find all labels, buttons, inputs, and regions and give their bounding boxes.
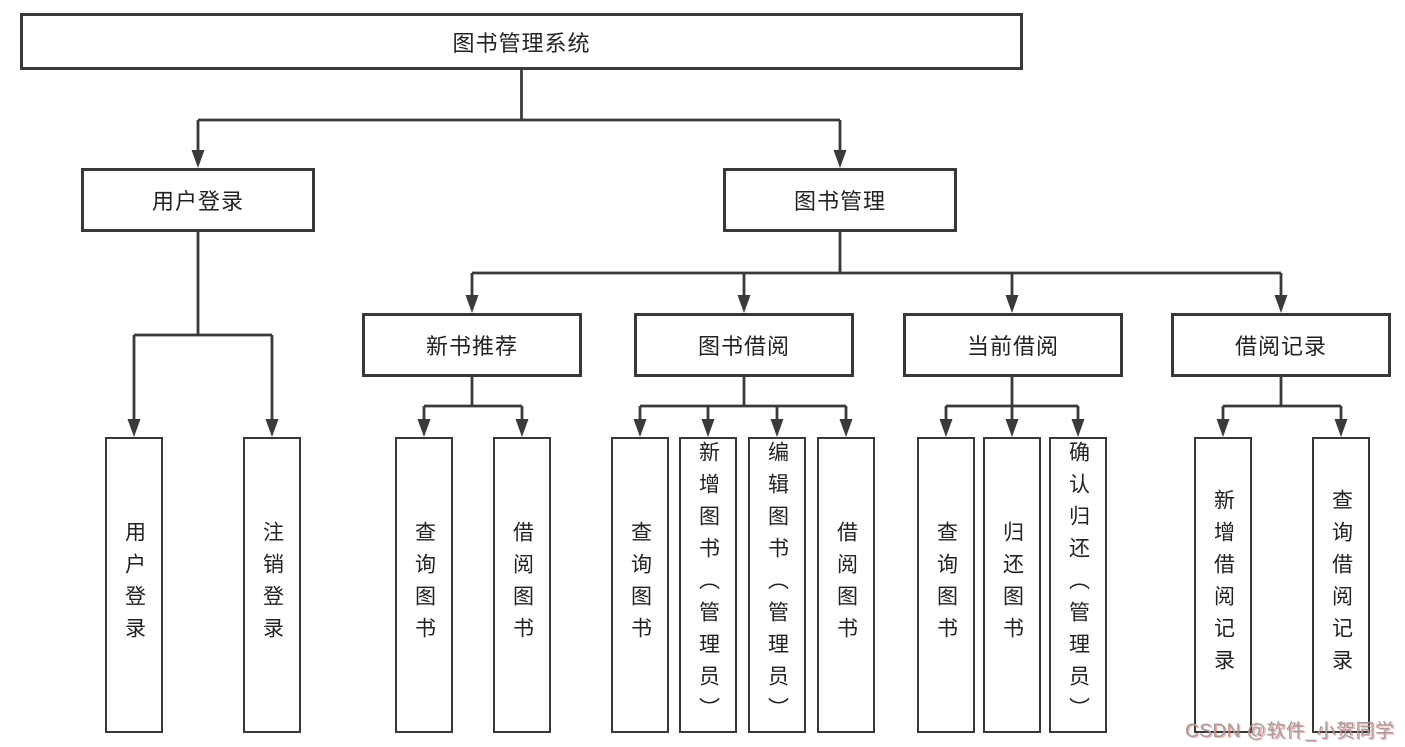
node-label: 确认归还（管理员）	[1066, 441, 1090, 729]
leaf-confirm-return-admin: 确认归还（管理员）	[1049, 437, 1107, 733]
node-user-login: 用户登录	[81, 168, 315, 232]
connector-book-borrowing-children	[633, 377, 853, 437]
leaf-query-books-borrowing: 查询图书	[611, 437, 669, 733]
leaf-logout: 注销登录	[243, 437, 301, 733]
node-book-management: 图书管理	[723, 168, 957, 232]
node-label: 编辑图书（管理员）	[765, 441, 789, 729]
leaf-user-login: 用户登录	[105, 437, 163, 733]
node-label: 图书管理系统	[452, 30, 591, 56]
node-label: 新增借阅记录	[1211, 489, 1235, 681]
node-label: 归还图书	[1000, 521, 1024, 649]
node-label: 图书管理	[793, 189, 886, 214]
leaf-borrow-books: 借阅图书	[817, 437, 875, 733]
node-new-book-recommendation: 新书推荐	[362, 313, 582, 377]
csdn-watermark: CSDN @软件_小贺同学	[1185, 721, 1395, 742]
leaf-edit-books-admin: 编辑图书（管理员）	[748, 437, 806, 733]
node-label: 新书推荐	[425, 334, 518, 359]
node-label: 用户登录	[122, 521, 146, 649]
leaf-query-books-current: 查询图书	[917, 437, 975, 733]
node-label: 借阅图书	[510, 521, 534, 649]
node-label: 借阅图书	[834, 521, 858, 649]
node-library-management-system: 图书管理系统	[20, 13, 1023, 70]
leaf-add-borrow-record: 新增借阅记录	[1194, 437, 1252, 733]
connector-book-management-children	[465, 232, 1288, 313]
node-book-borrowing: 图书借阅	[634, 313, 854, 377]
node-label: 查询图书	[412, 521, 436, 649]
leaf-add-books-admin: 新增图书（管理员）	[679, 437, 737, 733]
node-label: 新增图书（管理员）	[696, 441, 720, 729]
connector-current-borrowing-children	[939, 377, 1085, 437]
node-label: 查询图书	[628, 521, 652, 649]
connector-new-book-recommendation-children	[417, 377, 529, 437]
node-label: 图书借阅	[697, 334, 790, 359]
leaf-query-borrow-record: 查询借阅记录	[1312, 437, 1370, 733]
node-current-borrowing: 当前借阅	[903, 313, 1123, 377]
leaf-query-books-recommend: 查询图书	[395, 437, 453, 733]
node-label: 注销登录	[260, 521, 284, 649]
node-label: 用户登录	[151, 189, 244, 214]
node-label: 查询借阅记录	[1329, 489, 1353, 681]
node-label: 查询图书	[934, 521, 958, 649]
connector-user-login-children	[127, 232, 279, 437]
node-label: 当前借阅	[966, 334, 1059, 359]
connector-root-to-level2	[191, 70, 847, 168]
connector-borrowing-records-children	[1216, 377, 1348, 437]
node-label: 借阅记录	[1234, 334, 1327, 359]
leaf-return-books: 归还图书	[983, 437, 1041, 733]
node-borrowing-records: 借阅记录	[1171, 313, 1391, 377]
leaf-borrow-books-recommend: 借阅图书	[493, 437, 551, 733]
